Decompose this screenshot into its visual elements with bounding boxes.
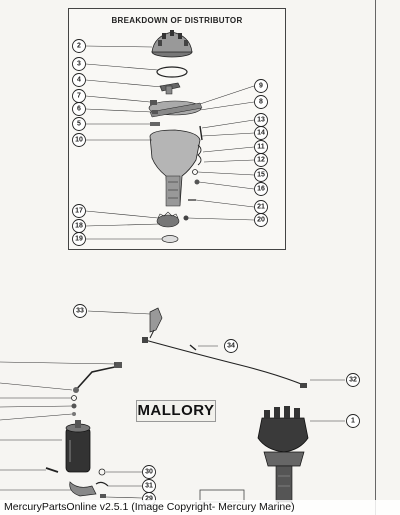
svg-text:30: 30 (145, 469, 153, 476)
svg-text:14: 14 (257, 130, 265, 137)
inset-title: BREAKDOWN OF DISTRIBUTOR (111, 16, 243, 25)
mallory-brand-label: MALLORY (136, 400, 216, 422)
svg-text:4: 4 (77, 77, 81, 84)
svg-text:10: 10 (75, 137, 83, 144)
svg-text:16: 16 (257, 186, 265, 193)
svg-text:8: 8 (259, 99, 263, 106)
inset-leader-lines (85, 45, 255, 240)
breaker-plate-part (148, 100, 203, 126)
callout-10: 10 (72, 133, 86, 147)
svg-text:15: 15 (257, 172, 265, 179)
small-hardware-parts (188, 125, 203, 201)
coil-lead-wire (73, 362, 122, 393)
svg-text:11: 11 (257, 144, 265, 151)
callout-6: 6 (72, 102, 86, 116)
lower-leader-lines (105, 471, 143, 499)
callout-18: 18 (72, 219, 86, 233)
svg-text:31: 31 (145, 483, 153, 490)
callout-14: 14 (254, 126, 268, 140)
coil-bracket-part (69, 481, 97, 497)
callout-12: 12 (254, 153, 268, 167)
svg-text:21: 21 (257, 204, 265, 211)
rotor-part (159, 82, 181, 95)
svg-text:29: 29 (145, 496, 153, 503)
svg-text:5: 5 (77, 121, 81, 128)
callout-31: 31 (142, 479, 156, 493)
callout-30: 30 (142, 465, 156, 479)
distributor-cap-part (151, 30, 193, 58)
distributor-assembly-part (257, 406, 309, 503)
svg-text:32: 32 (349, 377, 357, 384)
svg-text:18: 18 (75, 223, 83, 230)
svg-text:7: 7 (77, 93, 81, 100)
svg-text:19: 19 (75, 236, 83, 243)
svg-text:20: 20 (257, 217, 265, 224)
svg-text:3: 3 (77, 61, 81, 68)
svg-text:13: 13 (257, 117, 265, 124)
mounting-screw (45, 467, 59, 473)
callout-3: 3 (72, 57, 86, 71)
callout-17: 17 (72, 204, 86, 218)
callout-33: 33 (73, 304, 87, 318)
svg-text:6: 6 (77, 106, 81, 113)
drive-gear-part (156, 211, 189, 228)
ignition-lead-wire (142, 337, 307, 388)
brand-text: MALLORY (137, 402, 215, 419)
callout-16: 16 (254, 182, 268, 196)
svg-text:34: 34 (227, 343, 235, 350)
footer-bar: MercuryPartsOnline v2.5.1 (Image Copyrig… (0, 500, 400, 515)
small-washers (71, 395, 77, 416)
clip-nut-parts (95, 468, 109, 498)
callout-1: 1 (346, 414, 360, 428)
callout-34: 34 (224, 339, 238, 353)
callout-7: 7 (72, 89, 86, 103)
svg-text:9: 9 (259, 83, 263, 90)
copyright-footer-text: MercuryPartsOnline v2.5.1 (Image Copyrig… (4, 501, 295, 513)
gasket-ring-part (156, 66, 188, 78)
callout-11: 11 (254, 140, 268, 154)
callout-2: 2 (72, 39, 86, 53)
page-margin-line (375, 0, 376, 515)
distributor-housing-part (149, 129, 201, 207)
callout-21: 21 (254, 200, 268, 214)
svg-text:12: 12 (257, 157, 265, 164)
callout-13: 13 (254, 113, 268, 127)
callout-19: 19 (72, 232, 86, 246)
svg-text:17: 17 (75, 208, 83, 215)
callout-32: 32 (346, 373, 360, 387)
svg-text:33: 33 (76, 308, 84, 315)
callout-9: 9 (254, 79, 268, 93)
ignition-coil-part (65, 420, 91, 473)
callout-15: 15 (254, 168, 268, 182)
callout-8: 8 (254, 95, 268, 109)
svg-text:1: 1 (351, 418, 355, 425)
svg-text:2: 2 (77, 43, 81, 50)
left-edge-leader-lines (0, 361, 117, 491)
thrust-washer-part (161, 235, 179, 243)
vacuum-advance-part (149, 307, 163, 339)
callout-20: 20 (254, 213, 268, 227)
callout-5: 5 (72, 117, 86, 131)
callout-4: 4 (72, 73, 86, 87)
